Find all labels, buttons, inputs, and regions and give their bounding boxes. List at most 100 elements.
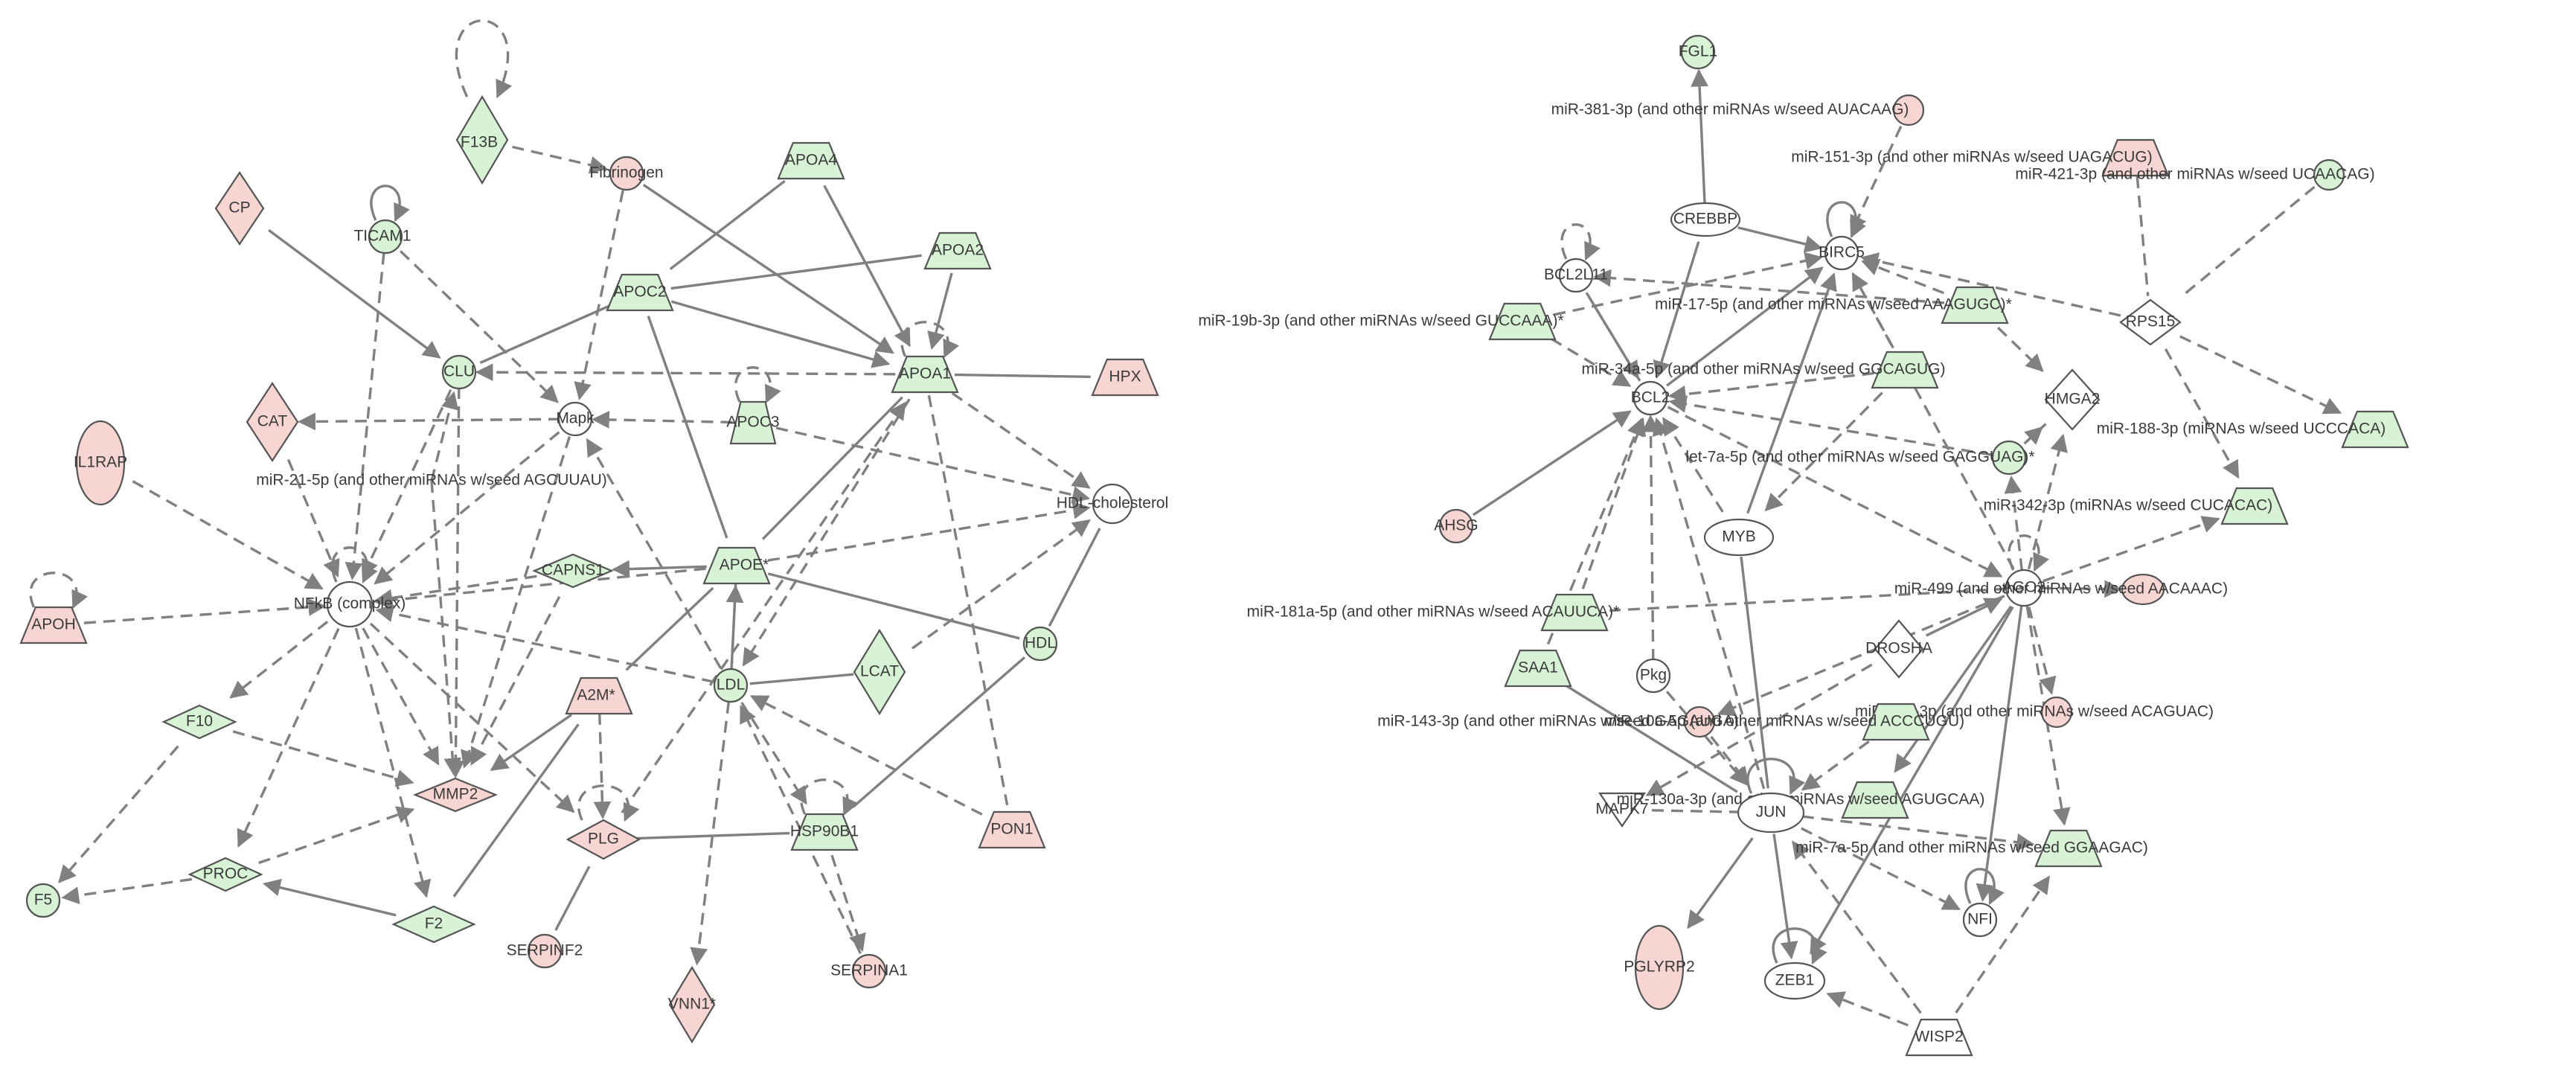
node-a2m[interactable]: A2M* — [565, 676, 633, 715]
node-shape-trapezoid — [777, 141, 845, 180]
node-apoc3[interactable]: APOC3 — [726, 400, 780, 445]
node-f2[interactable]: F2 — [391, 905, 476, 944]
node-apoe[interactable]: APOE* — [702, 546, 771, 585]
node-shape-trapezoid — [1905, 1018, 1973, 1057]
node-drosha[interactable]: DROSHA — [1865, 619, 1932, 679]
node-hpx[interactable]: HPX — [1091, 358, 1159, 397]
node-label: MMP2 — [433, 786, 478, 803]
node-label: CAT — [257, 413, 288, 430]
node-mir151[interactable]: miR-151-3p (and other miRNAs w/seed UAGA… — [1791, 138, 2170, 177]
node-lcat[interactable]: LCAT — [853, 628, 906, 716]
edge-jun-to-bcl2 — [1652, 417, 1766, 790]
node-apoa1[interactable]: APOA1 — [891, 355, 959, 394]
node-mapk[interactable]: Mapk — [556, 401, 595, 437]
node-ldl[interactable]: LDL — [713, 668, 749, 703]
node-fibrinogen[interactable]: Fibrinogen — [589, 156, 664, 191]
node-label: PLG — [588, 831, 619, 848]
node-nfi[interactable]: NFI — [1962, 902, 1998, 938]
node-bcl2l11[interactable]: BCL2L11 — [1544, 257, 1608, 293]
node-label: APOA1 — [899, 365, 951, 383]
node-jun[interactable]: JUN — [1737, 792, 1805, 834]
node-apoh[interactable]: APOH — [19, 606, 88, 644]
node-let7a[interactable]: let-7a-5p (and other miRNAs w/seed GAGGU… — [1685, 440, 2035, 476]
node-saa1[interactable]: SAA1 — [1504, 649, 1572, 688]
node-label: miR-7a-5p (and other miRNAs w/seed GGAAG… — [1795, 839, 2148, 857]
node-serpina1[interactable]: SERPINA1 — [830, 953, 908, 989]
node-f10[interactable]: F10 — [161, 704, 237, 740]
node-fgl1[interactable]: FGL1 — [1679, 34, 1718, 70]
edge-hdl-to-hdlchol — [1048, 528, 1101, 627]
node-il1rap[interactable]: IL1RAP — [74, 420, 127, 506]
node-mir7a[interactable]: miR-7a-5p (and other miRNAs w/seed GGAAG… — [1795, 829, 2148, 868]
node-birc5[interactable]: BIRC5 — [1819, 235, 1865, 271]
node-mir188[interactable]: miR-188-3p (miRNAs w/seed UCCCACA) — [2097, 410, 2409, 449]
node-label: miR-421-3p (and other miRNAs w/seed UCAA… — [2015, 166, 2374, 183]
node-label: MYB — [1722, 528, 1756, 546]
edge-apoc2-to-apoa1 — [670, 300, 891, 368]
node-ago2[interactable]: AGO2 — [2002, 569, 2045, 607]
node-f5[interactable]: F5 — [25, 883, 61, 918]
node-crebbp[interactable]: CREBBP — [1670, 202, 1741, 237]
node-ahsg[interactable]: AHSG — [1434, 508, 1478, 544]
node-apoa2[interactable]: APOA2 — [923, 231, 992, 270]
node-shape-trapezoid — [2220, 487, 2289, 525]
edge-crebbp-to-birc5 — [1737, 226, 1823, 253]
node-mir181a[interactable]: miR-181a-5p (and other miRNAs w/seed ACA… — [1247, 593, 1620, 632]
node-mir101[interactable]: miR-101-3p (and other miRNAs w/seed ACAG… — [1855, 696, 2214, 729]
edge-mir151-to-rps15 — [2136, 176, 2150, 296]
edge-rps15-to-birc5 — [1860, 252, 2121, 317]
node-pon1[interactable]: PON1 — [978, 810, 1046, 849]
node-mir421[interactable]: miR-421-3p (and other miRNAs w/seed UCAA… — [2015, 159, 2375, 191]
node-mir381[interactable]: miR-381-3p (and other miRNAs w/seed AUAC… — [1551, 94, 1925, 127]
node-hsp90b1[interactable]: HSP90B1 — [790, 813, 859, 851]
node-label: HPX — [1109, 368, 1141, 385]
node-mir130a[interactable]: miR-130a-3p (and other miRNAs w/seed AGU… — [1617, 781, 1985, 819]
node-proc[interactable]: PROC — [188, 857, 263, 892]
node-mapk7[interactable]: MAPK7 — [1595, 792, 1649, 828]
edge-ago2-to-birc5 — [1851, 272, 2015, 570]
node-f13b[interactable]: F13B — [455, 95, 509, 185]
node-mir499[interactable]: miR-499 (and other miRNAs w/seed AACAAAC… — [1894, 573, 2228, 606]
node-pkg[interactable]: Pkg — [1635, 658, 1671, 694]
node-label: miR-19b-3p (and other miRNAs w/seed GUCC… — [1198, 313, 1563, 330]
node-nfkb[interactable]: NFkB (complex) — [294, 580, 406, 628]
node-shape-trapezoid — [923, 231, 992, 270]
node-cp[interactable]: CP — [214, 171, 265, 246]
node-zeb1[interactable]: ZEB1 — [1763, 962, 1826, 1000]
node-pglyrp2[interactable]: PGLYRP2 — [1624, 924, 1695, 1011]
node-hdlchol[interactable]: HDL-cholesterol — [1057, 483, 1169, 525]
edge-bcl2-to-birc5 — [1666, 266, 1824, 387]
node-hdl[interactable]: HDL — [1022, 626, 1058, 662]
node-mmp2[interactable]: MMP2 — [413, 777, 498, 813]
node-apoa4[interactable]: APOA4 — [777, 141, 845, 180]
edge-mir17-to-bcl2l11 — [1593, 269, 1945, 304]
node-ticam1[interactable]: TICAM1 — [353, 219, 411, 255]
node-apoc2[interactable]: APOC2 — [606, 273, 674, 312]
node-vnn1[interactable]: VNN1* — [668, 965, 716, 1044]
node-wisp2[interactable]: WISP2 — [1905, 1018, 1973, 1057]
node-mir143[interactable]: miR-143-3p (and other miRNAs w/seed GAGA… — [1377, 706, 1739, 738]
node-label: WISP2 — [1915, 1028, 1963, 1046]
node-label: F10 — [186, 713, 213, 730]
node-myb[interactable]: MYB — [1703, 518, 1775, 557]
node-rps15[interactable]: RPS15 — [2119, 298, 2182, 346]
node-mir21[interactable]: miR-21-5p (and other miRNAs w/seed AGCUU… — [256, 472, 606, 489]
node-plg[interactable]: PLG — [565, 819, 641, 860]
node-capns1[interactable]: CAPNS1 — [532, 553, 614, 589]
edge-plg-to-hsp90b1 — [635, 831, 790, 840]
node-serpinf2[interactable]: SERPINF2 — [507, 933, 583, 969]
node-hmga2[interactable]: HMGA2 — [2044, 368, 2101, 431]
node-mir34a[interactable]: miR-34a-5p (and other miRNAs w/seed GGCA… — [1582, 351, 1946, 389]
node-cat[interactable]: CAT — [246, 381, 299, 463]
edge-ago2-to-mir101 — [2028, 607, 2057, 695]
node-bcl2[interactable]: BCL2 — [1631, 380, 1670, 416]
edge-ago2-to-mir143 — [1717, 595, 2005, 717]
edge-jun-to-nfi — [1801, 827, 1961, 911]
node-mir17[interactable]: miR-17-5p (and other miRNAs w/seed AAAGU… — [1655, 286, 2012, 324]
node-mir342[interactable]: miR-342-3p (miRNAs w/seed CUCACAC) — [1984, 487, 2289, 525]
edge-wisp2-to-mir7a — [1955, 875, 2051, 1014]
node-clu[interactable]: CLU — [441, 354, 477, 390]
node-mir19b[interactable]: miR-19b-3p (and other miRNAs w/seed GUCC… — [1198, 302, 1564, 341]
node-label: JUN — [1756, 804, 1787, 821]
node-mir10a[interactable]: miR-10a-5p (and other miRNAs w/seed ACCC… — [1604, 703, 1964, 741]
